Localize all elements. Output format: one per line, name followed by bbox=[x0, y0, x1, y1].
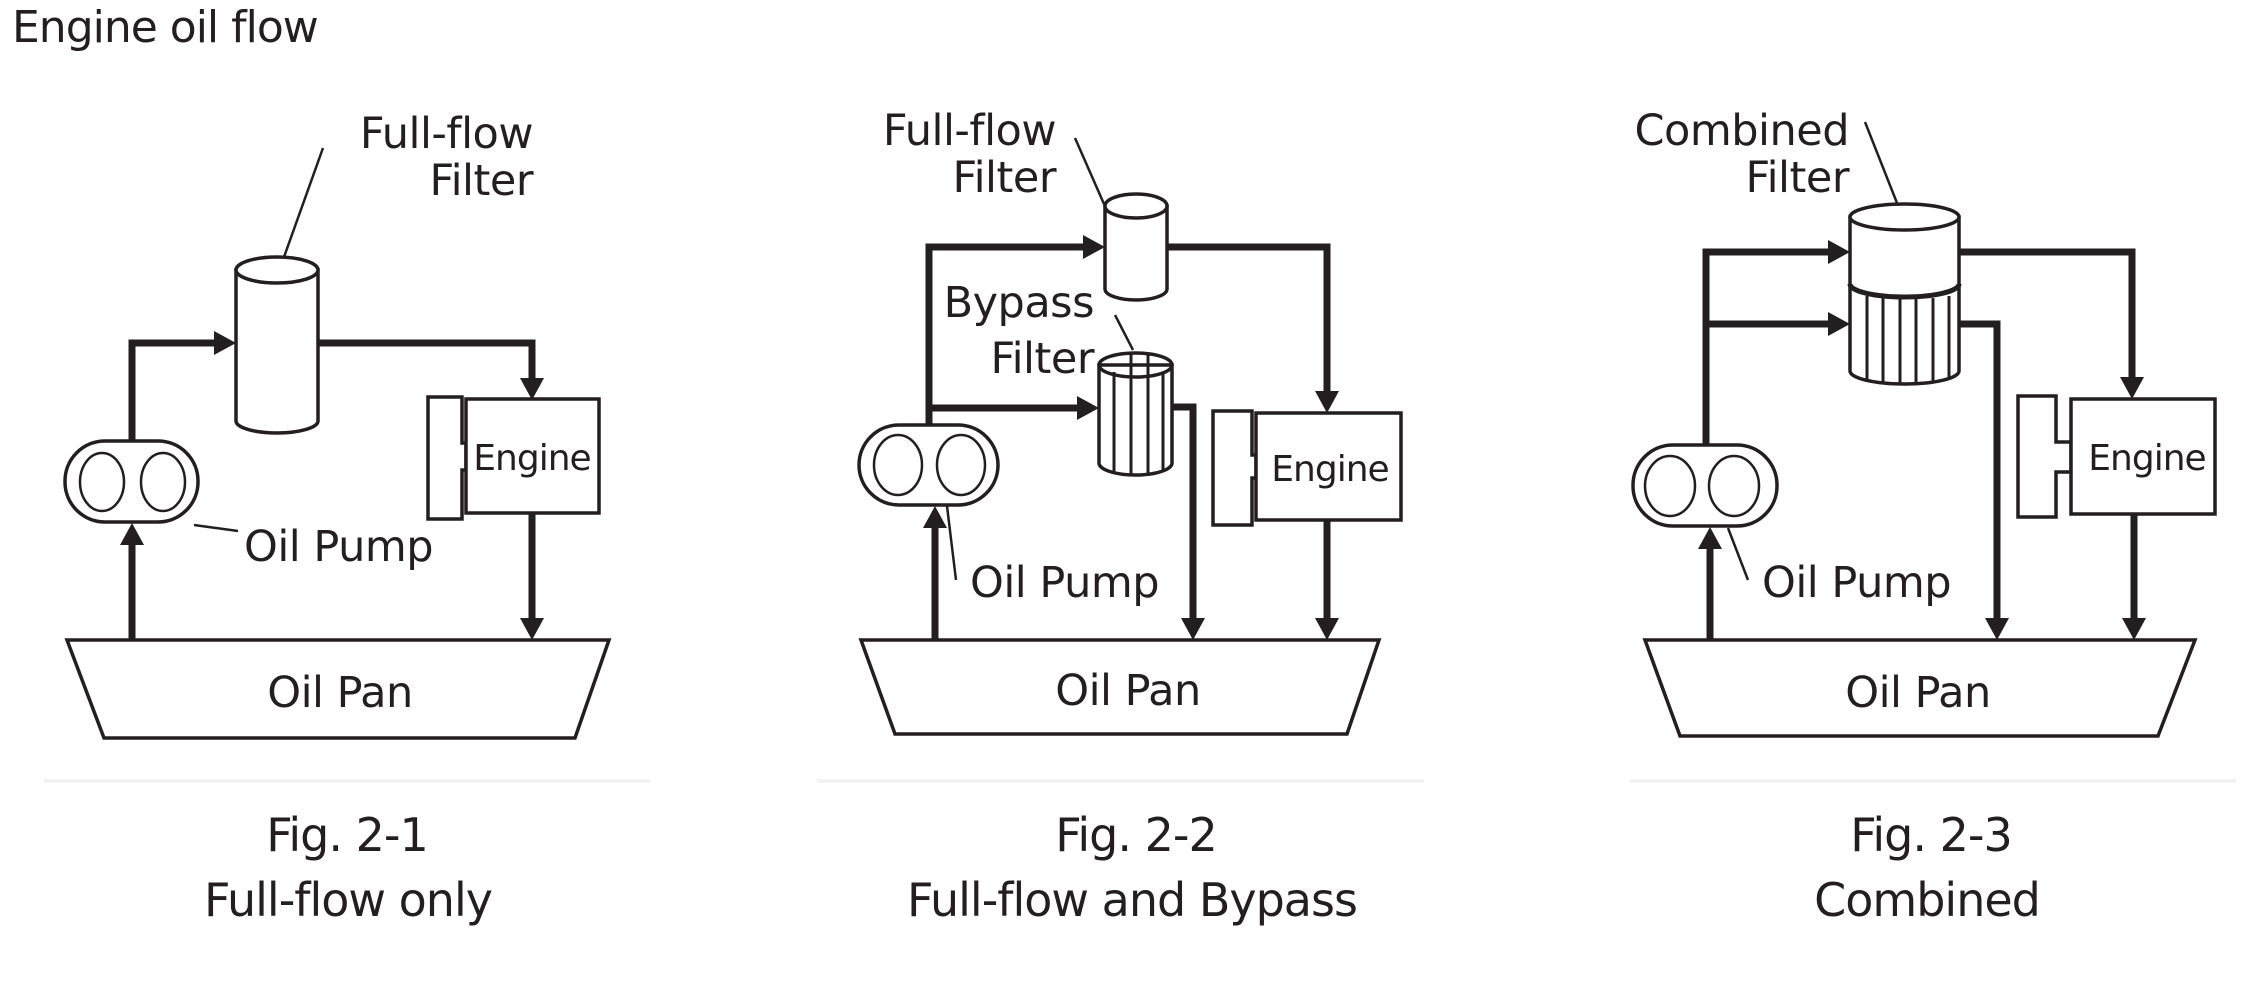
pipe-pump-to-full-flow-filter bbox=[925, 243, 1088, 425]
oil-pump bbox=[857, 423, 1000, 507]
pan-label: Oil Pan bbox=[267, 668, 413, 718]
figure-caption: Combined bbox=[1814, 873, 2040, 927]
figure-caption: Full-flow and Bypass bbox=[907, 873, 1357, 927]
engine bbox=[426, 395, 601, 521]
arrow-into-pan bbox=[520, 618, 544, 640]
arrow-bypass-into-pan bbox=[1985, 618, 2009, 640]
figure-2-3: Combined Filter Oil Pump Engine Oil Pan … bbox=[1630, 106, 2236, 927]
full-flow-filter-label-line1: Full-flow bbox=[883, 106, 1056, 156]
filter-label-line1: Full-flow bbox=[360, 109, 533, 159]
filter-leader-line bbox=[282, 147, 325, 258]
oil-pan bbox=[1642, 638, 2198, 738]
figure-caption: Full-flow only bbox=[204, 873, 492, 927]
arrow-into-full-flow-filter bbox=[1083, 235, 1105, 259]
oil-pan bbox=[64, 638, 612, 740]
arrow-into-bypass-section bbox=[1828, 312, 1850, 336]
pipe-pump-to-filter bbox=[128, 339, 220, 441]
figure-2-2: Full-flow Filter Bypass Filter Oil Pump bbox=[817, 106, 1424, 927]
arrow-into-bypass-filter bbox=[1077, 396, 1099, 420]
flywheel bbox=[1211, 409, 1258, 527]
combined-filter-leader-line bbox=[1863, 121, 1899, 204]
bypass-filter bbox=[1097, 351, 1174, 477]
engine-label: Engine bbox=[473, 438, 590, 479]
arrow-into-engine bbox=[520, 378, 544, 400]
full-flow-filter bbox=[1103, 192, 1169, 302]
pipe-bypass-to-pan bbox=[1172, 403, 1197, 622]
engine-label: Engine bbox=[2088, 438, 2205, 479]
arrow-into-pump bbox=[923, 506, 947, 528]
full-flow-filter bbox=[234, 255, 320, 435]
engine bbox=[1211, 409, 1403, 527]
figure-number: Fig. 2-1 bbox=[266, 808, 427, 862]
pipe-filter-to-engine bbox=[1167, 243, 1331, 396]
arrow-into-engine bbox=[2120, 377, 2144, 399]
arrow-engine-into-pan bbox=[2122, 618, 2146, 640]
engine-label: Engine bbox=[1271, 449, 1388, 490]
page-title: Engine oil flow bbox=[12, 2, 319, 53]
figure-number: Fig. 2-2 bbox=[1055, 808, 1216, 862]
arrow-into-filter bbox=[214, 331, 236, 355]
filter-label-line2: Filter bbox=[430, 156, 534, 206]
arrow-into-pump bbox=[1698, 527, 1722, 549]
pump-leader-line bbox=[1726, 527, 1750, 581]
arrow-engine-into-pan bbox=[1315, 618, 1339, 640]
arrow-into-pump bbox=[120, 523, 144, 545]
flywheel bbox=[426, 395, 468, 521]
combined-filter bbox=[1847, 202, 1962, 386]
oil-pan bbox=[858, 638, 1382, 736]
figure-2-1: Full-flow Filter Oil Pump Engine Oil Pan… bbox=[44, 109, 650, 927]
pump-leader-line bbox=[193, 523, 239, 533]
engine bbox=[2016, 394, 2217, 519]
pan-label: Oil Pan bbox=[1055, 666, 1201, 716]
pump-label: Oil Pump bbox=[970, 558, 1159, 608]
figure-number: Fig. 2-3 bbox=[1850, 808, 2011, 862]
pipe-bypass-to-pan bbox=[1959, 320, 2001, 622]
pipe-filter-to-engine bbox=[318, 339, 536, 384]
bypass-filter-label-line2: Filter bbox=[991, 334, 1095, 384]
pipe-pump-to-combined-filter-top bbox=[1702, 248, 1833, 445]
oil-pump bbox=[63, 439, 200, 524]
flywheel bbox=[2016, 394, 2073, 519]
pump-label: Oil Pump bbox=[1762, 558, 1951, 608]
full-flow-filter-leader-line bbox=[1073, 137, 1106, 205]
bypass-filter-label-line1: Bypass bbox=[944, 278, 1094, 328]
arrow-bypass-into-pan bbox=[1181, 618, 1205, 640]
arrow-into-full-flow-section bbox=[1828, 240, 1850, 264]
combined-filter-label-line1: Combined bbox=[1635, 106, 1849, 156]
full-flow-filter-label-line2: Filter bbox=[953, 153, 1057, 203]
combined-filter-label-line2: Filter bbox=[1746, 153, 1850, 203]
filter-section-divider bbox=[1847, 283, 1962, 300]
pump-leader-line bbox=[945, 505, 958, 581]
pump-label: Oil Pump bbox=[244, 522, 433, 572]
oil-pump bbox=[1631, 443, 1779, 528]
pan-label: Oil Pan bbox=[1845, 668, 1991, 718]
bypass-filter-leader-line bbox=[1113, 314, 1135, 351]
pipe-filter-to-engine bbox=[1959, 248, 2136, 382]
arrow-into-engine bbox=[1315, 391, 1339, 413]
